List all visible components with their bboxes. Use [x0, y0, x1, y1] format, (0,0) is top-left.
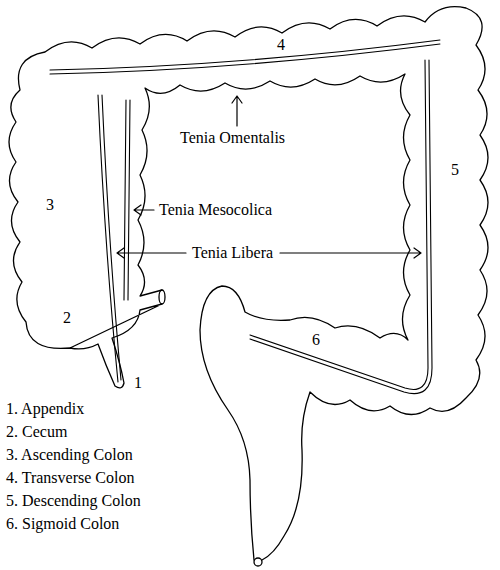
pointer-arrows — [117, 96, 421, 258]
structure-label: Tenia Libera — [191, 244, 274, 262]
omentalis-arrow — [232, 96, 242, 126]
ileum-end — [159, 290, 165, 304]
mesocolica-arrow — [134, 205, 154, 215]
key-entry: 4. Transverse Colon — [5, 469, 135, 487]
callout-number: 1 — [133, 374, 143, 392]
callout-number: 5 — [450, 161, 460, 179]
key-entry: 3. Ascending Colon — [5, 446, 134, 464]
key-entry: 5. Descending Colon — [5, 492, 142, 510]
callout-number: 2 — [62, 309, 72, 327]
libera-arrow-right — [280, 248, 421, 258]
anus-mark — [254, 558, 262, 566]
libera-arrow-left — [117, 248, 186, 258]
tenia-libera-descending-band — [250, 60, 432, 394]
structure-label: Tenia Mesocolica — [158, 201, 273, 219]
structure-label: Tenia Omentalis — [179, 129, 286, 147]
tenia-mesocolica-band — [124, 100, 130, 300]
tenia-libera-ascending-band — [98, 95, 121, 382]
callout-number: 6 — [311, 331, 321, 349]
callout-number: 3 — [45, 196, 55, 214]
tenia-omentalis-band — [50, 40, 440, 74]
callout-number: 4 — [276, 36, 286, 54]
key-entry: 1. Appendix — [5, 400, 85, 418]
key-entry: 2. Cecum — [5, 423, 68, 441]
key-entry: 6. Sigmoid Colon — [5, 515, 120, 533]
tenia-bands — [50, 40, 440, 394]
